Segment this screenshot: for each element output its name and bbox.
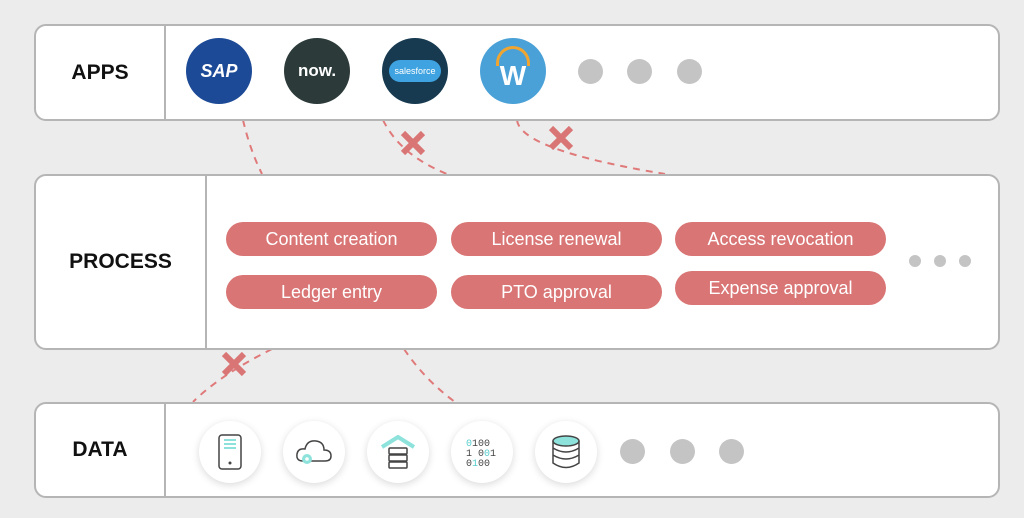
data-warehouse-icon[interactable] [367,421,429,483]
blocked-x-icon [400,130,426,156]
process-pill[interactable]: Content creation [226,222,437,256]
process-label: PROCESS [36,176,207,348]
svg-text:0100: 0100 [466,439,490,450]
salesforce-logo[interactable]: salesforce [382,38,448,104]
blocked-x-icon [221,351,247,377]
more-process-dot [959,255,971,267]
more-apps-dot [627,59,652,84]
server-icon[interactable] [199,421,261,483]
connection-workday-blocked [516,119,666,175]
workday-logo[interactable]: W [480,38,546,104]
sap-logo[interactable]: SAP [186,38,252,104]
more-process-dot [934,255,946,267]
salesforce-logo-text: salesforce [389,60,441,82]
svg-text:1 001: 1 001 [466,449,496,460]
process-layer: PROCESS [34,174,1000,350]
connection-now-blocked [382,119,448,175]
data-layer: DATA [34,402,1000,498]
data-label: DATA [36,404,166,496]
connection-data-blocked [192,348,273,403]
process-pill[interactable]: Expense approval [675,271,886,305]
connection-sap [242,119,263,175]
svg-text:0100: 0100 [466,459,490,467]
servicenow-logo-text: now. [297,61,337,80]
more-apps-dot [677,59,702,84]
database-icon[interactable] [535,421,597,483]
apps-label: APPS [36,26,166,119]
servicenow-logo[interactable]: now. [284,38,350,104]
more-apps-dot [578,59,603,84]
more-process-dot [909,255,921,267]
process-pill[interactable]: Access revocation [675,222,886,256]
more-data-dot [719,439,744,464]
connection-data [403,348,456,403]
process-pill[interactable]: License renewal [451,222,662,256]
process-pill[interactable]: PTO approval [451,275,662,309]
more-data-dot [620,439,645,464]
process-pill[interactable]: Ledger entry [226,275,437,309]
more-data-dot [670,439,695,464]
sap-logo-text: SAP [200,60,238,81]
workday-arc-icon [496,46,530,66]
blocked-x-icon [548,125,574,151]
cloud-settings-icon[interactable] [283,421,345,483]
